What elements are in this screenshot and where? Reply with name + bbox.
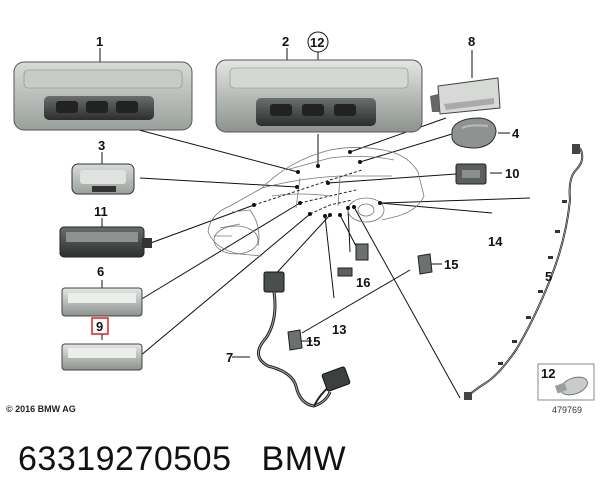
callout-12-circled: 12 xyxy=(310,35,324,50)
part-9-light xyxy=(61,343,143,371)
part-5-cable xyxy=(464,144,584,400)
callout-9: 9 xyxy=(96,319,103,334)
car-outline xyxy=(207,147,425,257)
brand-name: BMW xyxy=(261,440,347,478)
callout-13: 13 xyxy=(332,322,346,337)
part-3-light xyxy=(71,163,135,195)
part-15-connector-right xyxy=(417,253,433,275)
callout-15-right: 15 xyxy=(444,257,458,272)
callout-2: 2 xyxy=(282,34,289,49)
car-mount-points xyxy=(252,150,382,218)
leader-lines xyxy=(99,48,531,399)
part-number: 63319270505 xyxy=(18,440,232,478)
part-7-wiring-harness xyxy=(257,271,351,408)
callout-6: 6 xyxy=(97,264,104,279)
part-1-front-interior-light xyxy=(13,61,193,131)
callout-14: 14 xyxy=(488,234,503,249)
car-wiring-dashed xyxy=(253,169,363,215)
callout-12-box: 12 xyxy=(541,366,555,381)
part-11-light xyxy=(59,226,152,258)
part-12-bulb-box xyxy=(537,363,595,401)
callout-10: 10 xyxy=(505,166,519,181)
callout-7: 7 xyxy=(226,350,233,365)
part-16-holder xyxy=(337,243,369,277)
part-8-light xyxy=(430,77,501,115)
callout-16: 16 xyxy=(356,275,370,290)
callout-11: 11 xyxy=(94,204,108,219)
part-6-light xyxy=(61,287,143,317)
callout-1: 1 xyxy=(96,34,103,49)
image-number: 479769 xyxy=(552,405,583,415)
part-4-light xyxy=(451,117,497,149)
callout-4: 4 xyxy=(512,126,520,141)
part-15-connector-lower xyxy=(287,329,303,351)
part-2-front-interior-light xyxy=(215,59,423,133)
callout-5: 5 xyxy=(545,269,552,284)
part-number-caption: 63319270505 BMW xyxy=(18,440,346,479)
callout-8: 8 xyxy=(468,34,475,49)
callout-3: 3 xyxy=(98,138,105,153)
callout-labels: 1 2 12 8 4 3 10 11 14 15 6 16 5 9 13 15 … xyxy=(91,31,555,381)
copyright-text: © 2016 BMW AG xyxy=(6,404,76,414)
part-10-light xyxy=(455,163,487,185)
callout-15-lower: 15 xyxy=(306,334,320,349)
